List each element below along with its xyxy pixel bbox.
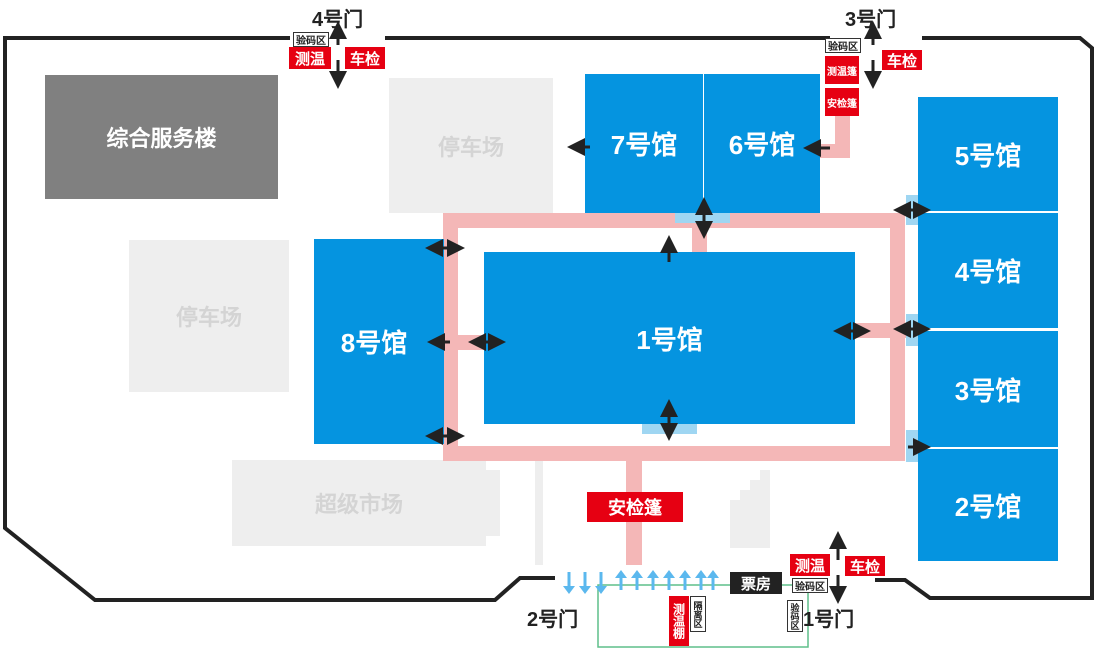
isolation-area: 隔离区	[690, 596, 706, 632]
hall-1-label: 1号馆	[636, 324, 703, 355]
code-check-gate2: 验码区	[787, 600, 803, 632]
gate-3-label: 3号门	[845, 9, 897, 31]
gate-1-label: 1号门	[803, 609, 855, 631]
isolation-label: 隔离区	[692, 600, 703, 628]
parking-lot-top: 停车场	[389, 78, 553, 213]
hall-7[interactable]: 7号馆	[585, 74, 703, 213]
temp-shed-label: 测温棚	[671, 603, 686, 639]
code-check-gate2-label: 验码区	[789, 602, 800, 630]
walkway-bottom	[443, 446, 905, 461]
hall-6-label: 6号馆	[728, 130, 796, 160]
hall-5[interactable]: 5号馆	[918, 97, 1058, 211]
temp-check-gate1: 测温	[790, 554, 830, 576]
temp-check-gate4: 测温	[289, 47, 331, 69]
service-building-label: 综合服务楼	[106, 126, 217, 151]
security-tent-gate3: 安检篷	[825, 88, 859, 116]
hall-2-label: 2号馆	[954, 491, 1022, 522]
temp-tent-gate3: 测温篷	[825, 56, 859, 84]
ticket-office-label: 票房	[740, 575, 771, 593]
hall-4[interactable]: 4号馆	[918, 213, 1058, 328]
hall-6[interactable]: 6号馆	[704, 74, 820, 213]
supermarket-annex	[486, 470, 500, 536]
vehicle-check-gate3: 车检	[882, 50, 922, 70]
hall-3-label: 3号馆	[954, 375, 1022, 406]
gate-2-label: 2号门	[527, 609, 579, 631]
ticket-office: 票房	[730, 572, 782, 594]
service-building: 综合服务楼	[45, 75, 278, 199]
code-check-gate3: 验码区	[825, 38, 861, 53]
security-tent-south: 安检篷	[587, 492, 683, 522]
temp-shed: 测温棚	[669, 596, 689, 646]
gate-4-label: 4号门	[312, 9, 364, 31]
vehicle-check-gate1: 车检	[845, 556, 885, 576]
hall-8-label: 8号馆	[340, 328, 408, 358]
hall-8[interactable]: 8号馆	[314, 239, 444, 444]
supermarket: 超级市场	[232, 460, 486, 546]
hall-2[interactable]: 2号馆	[918, 449, 1058, 561]
parking-lot-left: 停车场	[129, 240, 289, 392]
hall-4-label: 4号馆	[954, 257, 1022, 287]
parking-label: 停车场	[437, 134, 504, 160]
walkway-top	[443, 213, 905, 228]
code-check-gate4: 验码区	[293, 32, 329, 47]
code-check-gate1: 验码区	[792, 578, 828, 593]
hall-3[interactable]: 3号馆	[918, 331, 1058, 447]
hall-5-label: 5号馆	[954, 140, 1022, 171]
parking-label: 停车场	[175, 305, 242, 330]
vehicle-check-gate4: 车检	[345, 47, 385, 69]
supermarket-label: 超级市场	[314, 492, 403, 517]
hall-7-label: 7号馆	[610, 130, 678, 160]
hall-1[interactable]: 1号馆	[484, 252, 855, 424]
